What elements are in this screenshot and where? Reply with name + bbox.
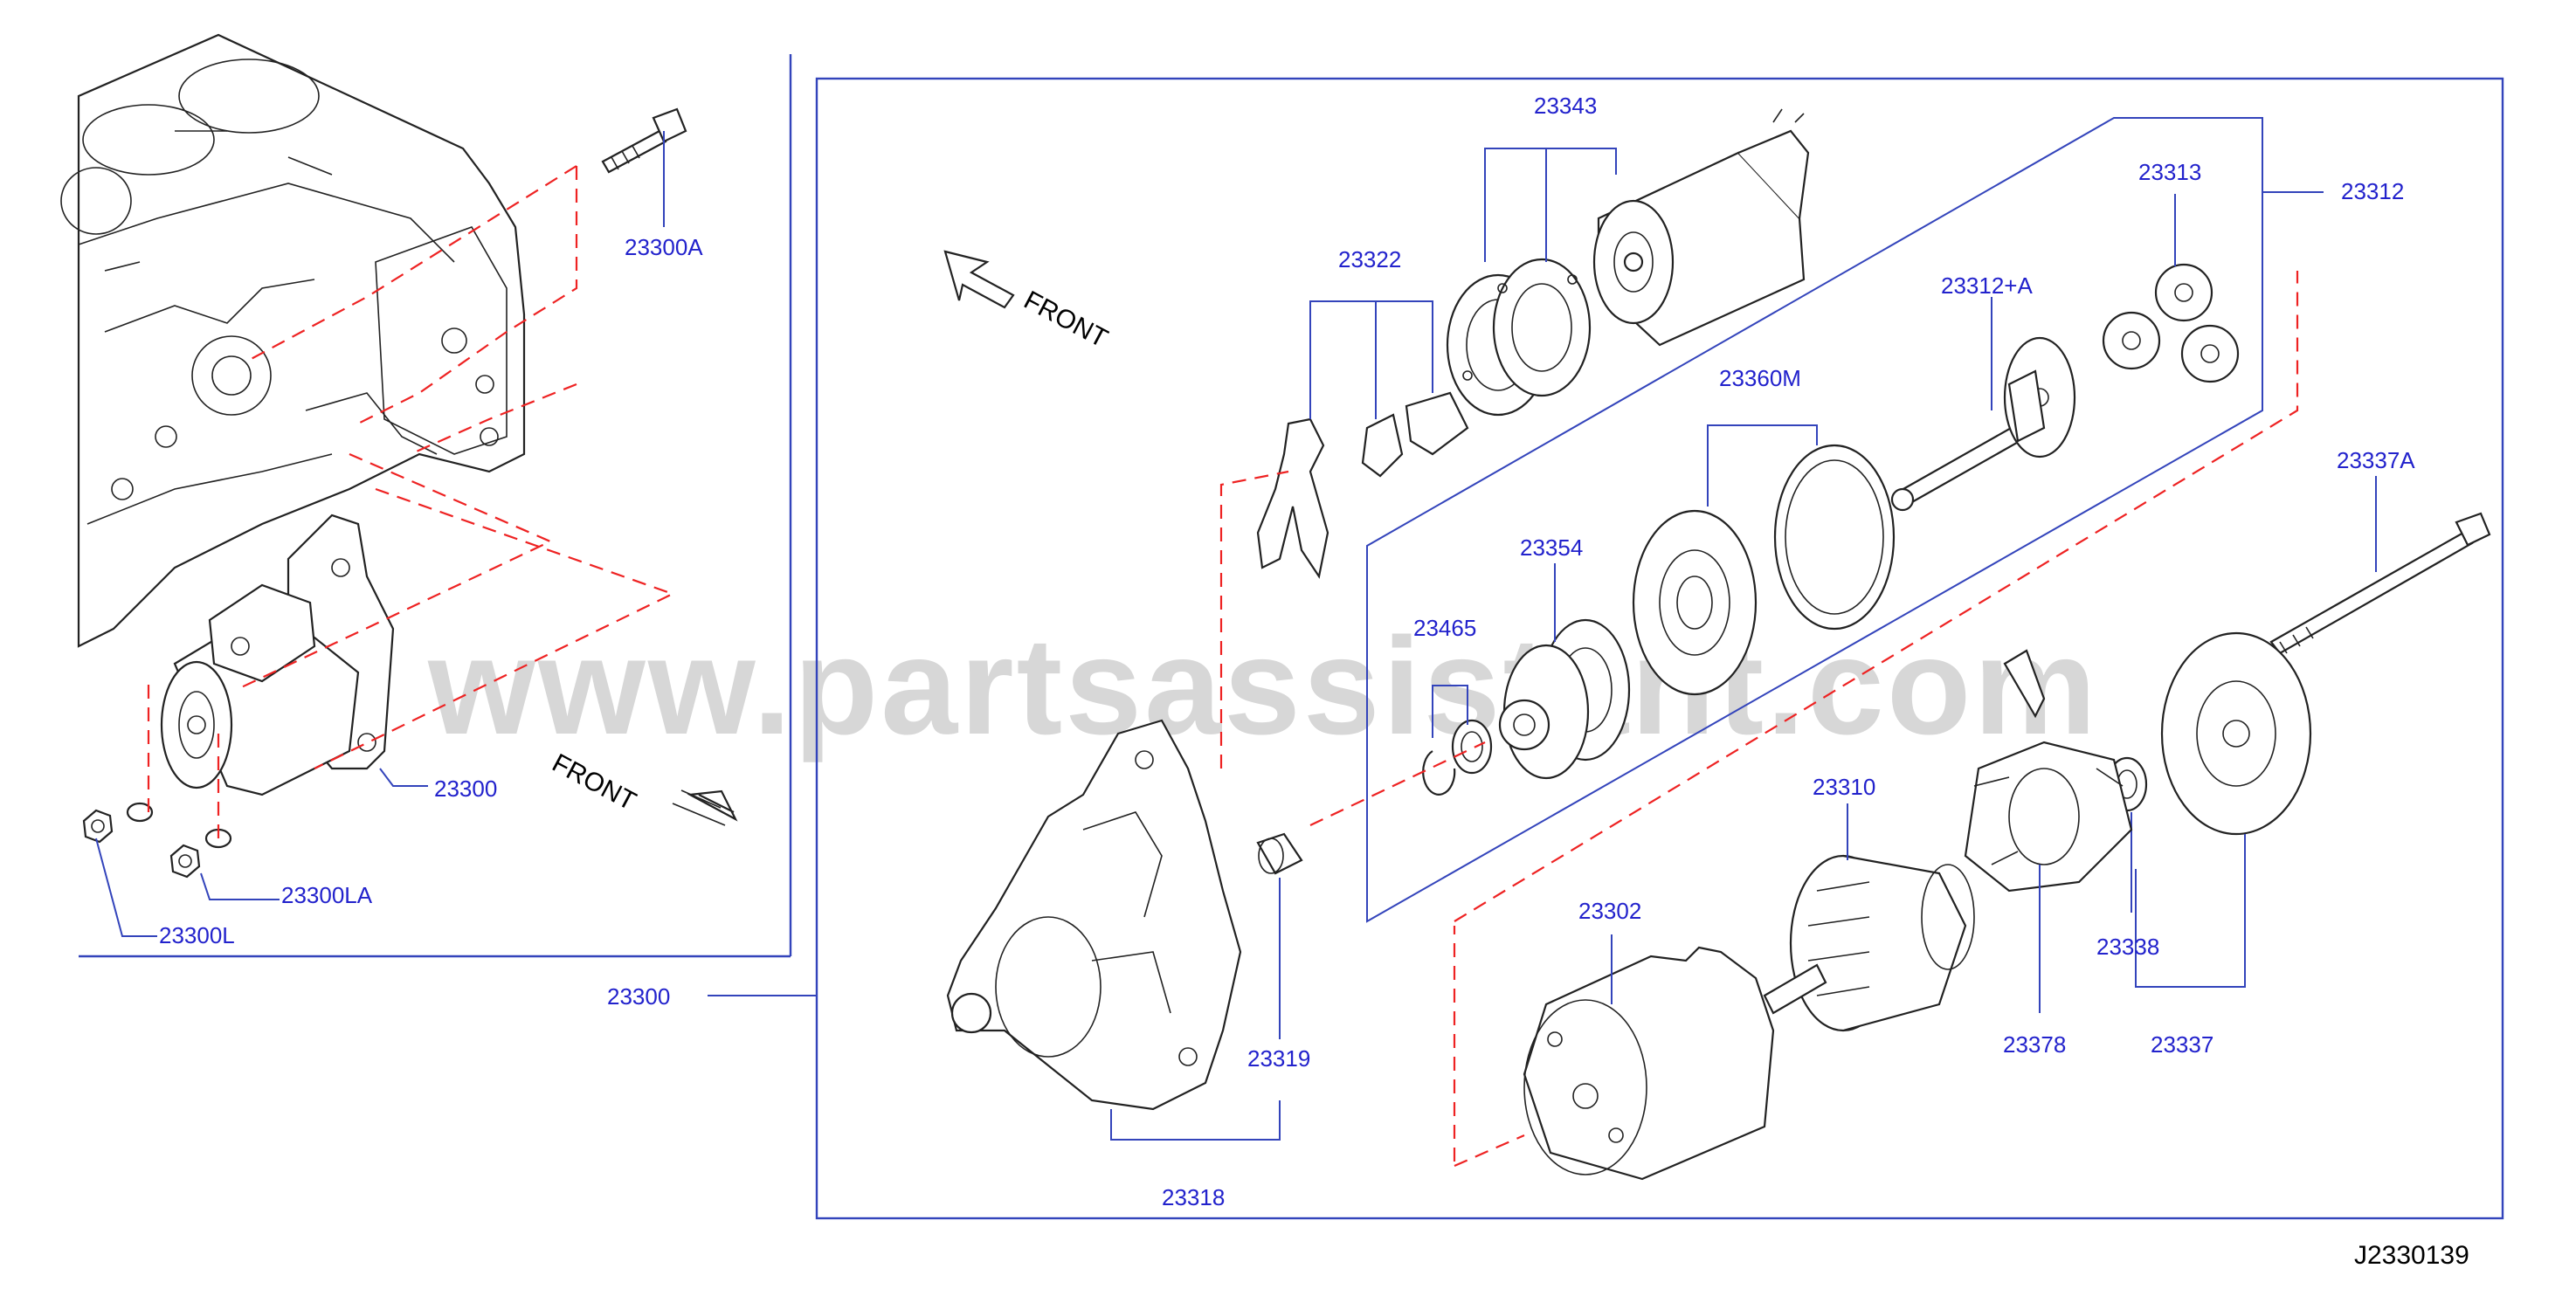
leader-23300LA [200,872,280,900]
leader-23337 [2135,834,2246,988]
label-23300A: 23300A [625,234,703,260]
nut-23300L-drawing [82,802,154,844]
bolt-23300A-drawing [601,107,687,174]
dashed-starter-upper [235,452,553,691]
label-23313: 23313 [2138,159,2201,185]
label-23300-assembly: 23300 [607,983,670,1010]
gears-23313-drawing [2102,263,2240,383]
left-inset: FRONT 23300A 23300 23300LA 23300L [60,33,792,958]
bolt-23337A-drawing [2269,512,2491,655]
leader-23343 [1484,148,1617,262]
leader-23360M [1707,424,1818,507]
front-arrow-lower [672,789,738,826]
planetary-23360M-drawing [1632,444,1896,696]
dashed-bolt-lower [357,166,578,424]
dashed-starter-lower [314,487,675,769]
engine-block-drawing [60,33,526,648]
label-23312A: 23312+A [1941,272,2033,299]
label-23322: 23322 [1338,246,1401,272]
label-23354: 23354 [1520,534,1583,561]
label-23319: 23319 [1247,1045,1310,1072]
label-23343: 23343 [1534,93,1597,119]
armature-23310-drawing [1763,854,1975,1032]
label-23300L: 23300L [159,922,235,948]
label-23337: 23337 [2151,1031,2213,1058]
label-23318: 23318 [1162,1184,1225,1210]
label-23337A: 23337A [2337,447,2415,473]
label-23300: 23300 [434,776,497,802]
endcover-23337-drawing [2160,631,2312,836]
leader-23465 [1432,685,1468,738]
nut-23300LA-drawing [169,828,232,879]
front-arrow-top [943,250,1015,309]
label-23338: 23338 [2096,934,2159,960]
starter-23300-drawing [160,514,395,796]
brushholder-23378-drawing [1964,649,2133,893]
dashed-shaft-axis [1454,271,2299,922]
leader-23318 [1110,1100,1281,1141]
lever-23322-drawing [1256,391,1469,579]
leader-23300L [95,838,157,937]
label-23302: 23302 [1578,898,1641,924]
housing-23318-drawing [946,719,1242,1111]
bushing-23319-drawing [1256,832,1303,875]
solenoid-23343-drawing [1592,108,1810,347]
figure-number: J2330139 [2354,1241,2469,1270]
dashed-block-mount [410,383,577,456]
yoke-23302-drawing [1523,946,1775,1181]
label-23465: 23465 [1413,615,1476,641]
watermark-text: www.partsassistant.com [427,610,2099,763]
shaft-23312A-drawing [1890,336,2076,512]
label-23360M: 23360M [1719,365,1801,391]
dashed-housing-lever [1219,470,1289,769]
leader-23322 [1309,300,1433,419]
gaskets-23343-drawing [1446,258,1592,417]
subassembly-23312-frame [1366,117,2263,923]
front-label-top: FRONT [1019,286,1113,354]
dashed-housing-clutch [1309,741,1486,826]
label-23312: 23312 [2341,178,2404,204]
clutch-23354-drawing [1498,618,1631,780]
label-23300LA: 23300LA [281,882,373,908]
label-23310: 23310 [1813,774,1875,800]
leader-23300 [379,768,428,787]
main-frame-border [815,77,2504,1220]
dashed-yoke-bottom [1454,1134,1525,1168]
ring-23465-drawing [1422,719,1493,796]
label-23378: 23378 [2003,1031,2066,1058]
